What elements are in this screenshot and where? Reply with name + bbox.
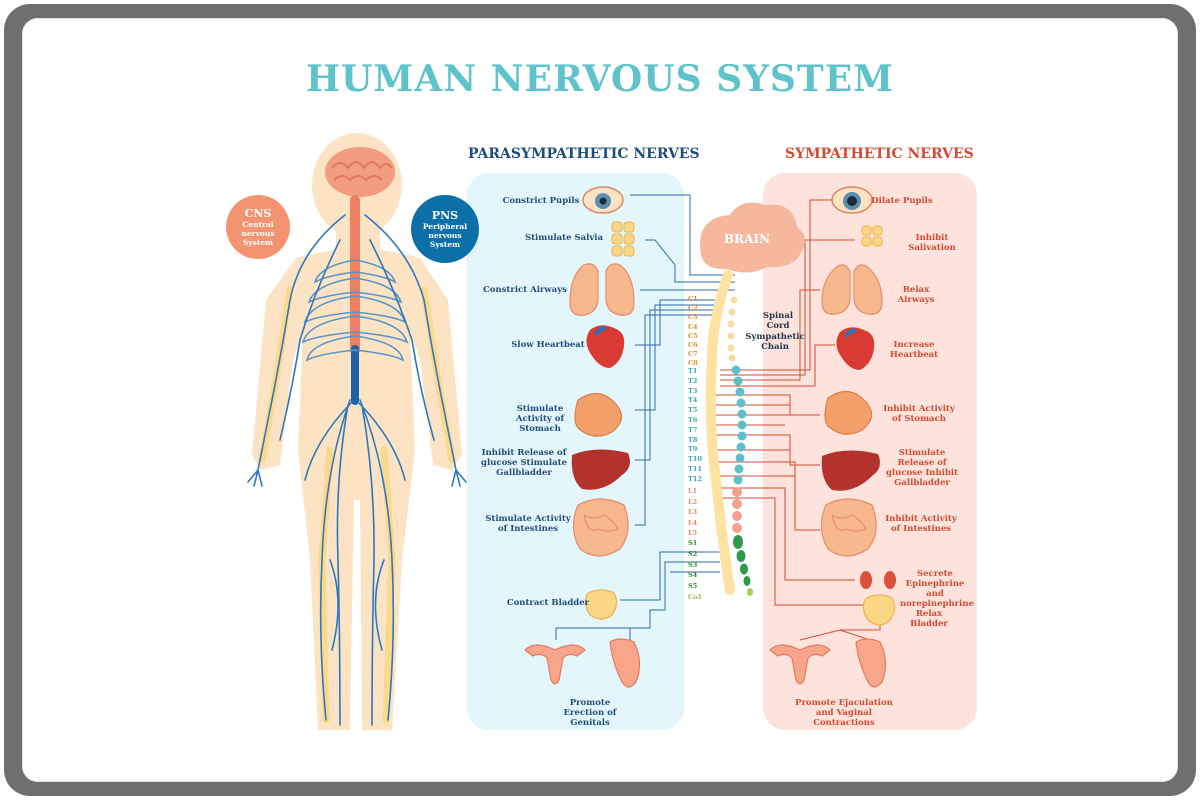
peripheral-nerves [247, 214, 467, 726]
pns-badge: PNS Peripheral nervous System [411, 195, 479, 263]
cns-abbr: CNS [244, 207, 272, 220]
segment-co1: Co1 [688, 593, 703, 601]
segment-s5: S5 [688, 582, 698, 591]
parasympathetic-heading: PARASYMPATHETIC NERVES [468, 146, 700, 162]
segment-c2: C2 [688, 304, 698, 313]
label-constrict-pupils: Constrict Pupils [502, 196, 580, 206]
segment-t10: T10 [688, 455, 702, 464]
segment-t2: T2 [688, 376, 698, 385]
sympathetic-heading: SYMPATHETIC NERVES [785, 146, 974, 162]
segment-c8: C8 [688, 359, 698, 368]
cns-spinal-cord [350, 195, 360, 355]
segment-t4: T4 [688, 396, 698, 405]
segment-c6: C6 [688, 341, 698, 349]
segment-c3: C3 [688, 313, 698, 322]
brain-label: BRAIN [723, 232, 770, 246]
label-stimulate-salvia: Stimulate Salvia [524, 233, 604, 243]
sympathetic-panel [763, 173, 977, 730]
segment-l2: L2 [688, 497, 698, 506]
label-promote-erection: Promote Erection of Genitals [563, 698, 617, 728]
pns-line1: Peripheral [422, 222, 468, 231]
label-dilate-pupils: Dilate Pupils [871, 196, 933, 206]
label-relax-bladder: Relax Bladder [910, 609, 948, 629]
label-stimulate-glucose: Stimulate Release of glucose Inhibit Gal… [885, 448, 958, 488]
label-slow-heartbeat: Slow Heartbeat [511, 340, 585, 350]
spinal-cord-label: Spinal Cord [762, 311, 794, 331]
segment-l4: L4 [688, 518, 698, 527]
label-inhibit-glucose: Inhibit Release of glucose Stimulate Gal… [481, 448, 567, 478]
segment-l3: L3 [688, 508, 698, 516]
segment-c7: C7 [688, 350, 698, 359]
segment-t7: T7 [688, 425, 698, 434]
segment-c1: C1 [688, 295, 698, 303]
symp-organs [769, 186, 896, 688]
label-stimulate-stomach: Stimulate Activity of Stomach [515, 404, 565, 434]
cns-brain [325, 147, 395, 197]
label-stimulate-intestines: Stimulate Activity of Intestines [485, 514, 571, 534]
segment-t12: T12 [688, 474, 702, 483]
label-contract-bladder: Contract Bladder [506, 598, 590, 608]
cns-line1: Central [242, 220, 274, 229]
segment-s4: S4 [688, 571, 698, 580]
segment-t11: T11 [688, 465, 702, 473]
label-increase-heartbeat: Increase Heartbeat [889, 340, 939, 360]
cns-line3: System [242, 238, 274, 247]
pns-line2: nervous [428, 231, 462, 240]
segment-t5: T5 [688, 406, 698, 415]
segment-t9: T9 [688, 445, 698, 454]
label-inhibit-salivation: Inhibit Salivation [908, 233, 956, 253]
cns-badge: CNS Central nervous System [226, 195, 290, 259]
segment-c5: C5 [688, 331, 698, 340]
sympathetic-chain [727, 296, 753, 596]
segment-s1: S1 [688, 539, 698, 547]
rib-nerves [301, 259, 409, 362]
segment-l1: L1 [688, 487, 698, 495]
segment-c4: C4 [688, 322, 698, 331]
segment-t3: T3 [688, 386, 698, 395]
para-organs [524, 186, 641, 688]
spinal-cord-diagram [705, 270, 735, 595]
label-constrict-airways: Constrict Airways [483, 285, 567, 295]
label-inhibit-intestines: Inhibit Activity of Intestines [885, 514, 957, 534]
pns-line3: System [429, 240, 461, 249]
pns-abbr: PNS [431, 209, 459, 222]
segment-s2: S2 [688, 549, 698, 558]
label-relax-airways: Relax Airways [897, 285, 935, 305]
parasympathetic-panel [467, 173, 684, 730]
segment-l5: L5 [688, 529, 698, 537]
center-brain [699, 202, 806, 273]
segment-t6: T6 [688, 416, 698, 424]
sympathetic-chain-label: Sympathetic Chain [745, 332, 805, 352]
label-inhibit-stomach: Inhibit Activity of Stomach [883, 404, 955, 424]
segment-s3: S3 [688, 560, 698, 569]
label-secrete-epinephrine: Secrete Epinephrine and norepinephrine [900, 569, 974, 609]
segment-t1: T1 [688, 367, 698, 375]
label-promote-ejaculation: Promote Ejaculation and Vaginal Contract… [795, 698, 893, 728]
parasympathetic-connectors [555, 194, 735, 640]
diagram-title: HUMAN NERVOUS SYSTEM [306, 58, 894, 100]
cns-line2: nervous [241, 229, 275, 238]
segment-t8: T8 [688, 435, 698, 444]
sympathetic-connectors [715, 199, 881, 641]
